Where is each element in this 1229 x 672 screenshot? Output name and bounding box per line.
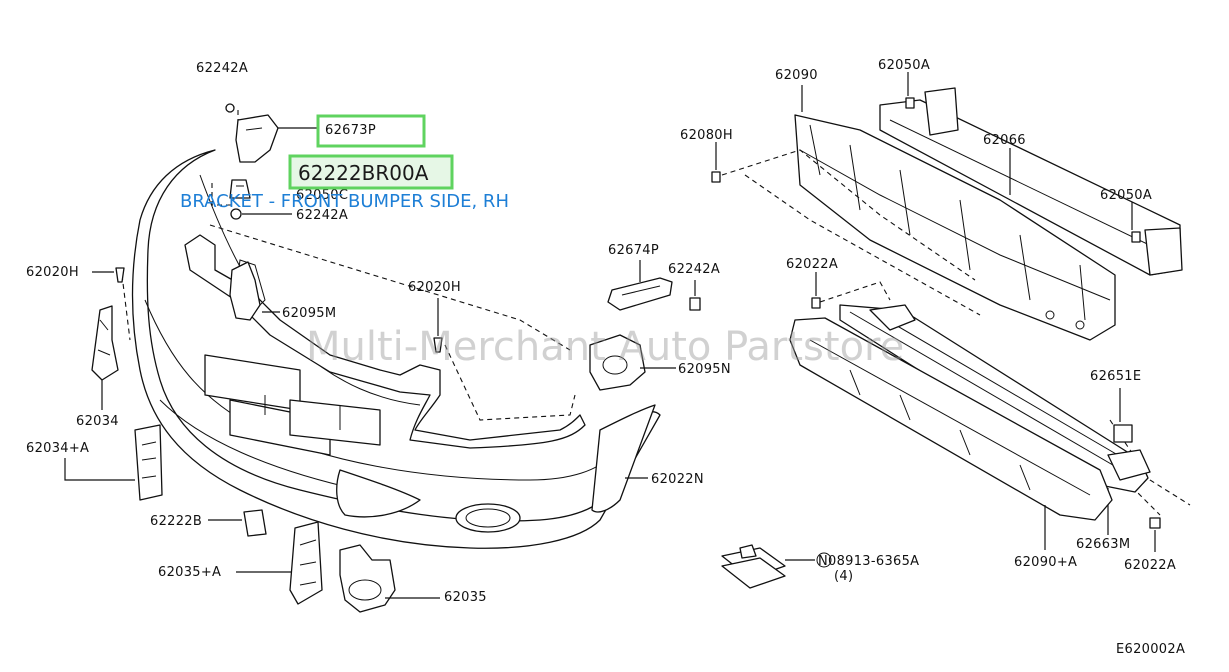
label-62095M: 62095M <box>282 306 336 321</box>
clip-nut-08913 <box>721 544 832 589</box>
clip-62050C <box>229 179 251 199</box>
label-62020H-left: 62020H <box>26 265 79 280</box>
right-leader-dashes <box>721 149 1191 516</box>
clip-62020H-mid <box>433 298 443 353</box>
label-62066: 62066 <box>983 133 1026 148</box>
label-08913: N08913-6365A <box>818 554 919 569</box>
label-62222B: 62222B <box>150 514 202 529</box>
label-62022A-mid: 62022A <box>786 257 838 272</box>
label-62090: 62090 <box>775 68 818 83</box>
bolt-62080H <box>711 142 721 183</box>
label-62095N: 62095N <box>678 362 731 377</box>
left-leader-dashes <box>121 110 576 421</box>
reinforcement-62090 <box>794 85 1116 341</box>
label-62034: 62034 <box>76 414 119 429</box>
label-62242A-mid: 62242A <box>296 208 348 223</box>
energy-absorber-62663M <box>839 304 1151 535</box>
label-62020H-mid: 62020H <box>408 280 461 295</box>
highlight-description: BRACKET - FRONT BUMPER SIDE, RH <box>180 191 509 212</box>
label-62090A: 62090+A <box>1014 555 1077 570</box>
label-62022N: 62022N <box>651 472 704 487</box>
label-62242A-top: 62242A <box>196 61 248 76</box>
bolt-62050A-right <box>1131 202 1141 243</box>
bezel-62035A <box>236 521 323 605</box>
highlight-part-number[interactable]: 62222BR00A <box>298 161 429 185</box>
label-08913-qty: (4) <box>834 569 853 584</box>
bracket-62034 <box>91 305 119 410</box>
clip-62022A-bottom <box>1149 517 1161 552</box>
label-62050C: 62050C <box>296 188 348 203</box>
label-62080H: 62080H <box>680 128 733 143</box>
highlight-box-part-number <box>288 154 454 190</box>
highlight-box-62673P <box>316 114 426 148</box>
bracket-62035 <box>339 544 440 613</box>
label-62034A: 62034+A <box>26 441 89 456</box>
label-62035: 62035 <box>444 590 487 605</box>
bracket-62673P <box>225 103 318 163</box>
label-62242A-right: 62242A <box>668 262 720 277</box>
screw-62242A-mid <box>230 208 242 220</box>
clip-62022A-mid <box>811 272 821 309</box>
label-62050A-top: 62050A <box>878 58 930 73</box>
label-62022A-bottom: 62022A <box>1124 558 1176 573</box>
watermark: Multi-Merchant Auto Partstore <box>306 324 904 370</box>
screw-62242A-right <box>689 280 701 311</box>
clip-62020H-left <box>92 267 125 283</box>
clip-62651E <box>1113 388 1133 443</box>
front-bumper-fascia <box>131 149 661 549</box>
bracket-62095N <box>589 334 676 391</box>
label-62035A: 62035+A <box>158 565 221 580</box>
plate-62034A <box>64 424 163 501</box>
callout-labels: 62242A 62673P 62050C 62242A 62020H 62095… <box>26 58 1185 657</box>
impact-beam-62066 <box>879 87 1183 276</box>
label-62674P: 62674P <box>608 243 659 258</box>
cap-62222B <box>208 509 267 537</box>
bracket-62095M <box>229 261 280 321</box>
label-62050A-right: 62050A <box>1100 188 1152 203</box>
label-62673P: 62673P <box>325 123 376 138</box>
label-62651E: 62651E <box>1090 369 1141 384</box>
bolt-62050A-top <box>905 72 915 109</box>
bracket-62674P <box>607 260 673 311</box>
highlight-part[interactable]: 62222BR00A <box>288 154 454 190</box>
lower-absorber-62090A <box>789 317 1113 550</box>
label-62663M: 62663M <box>1076 537 1130 552</box>
diagram-code: E620002A <box>1116 642 1185 657</box>
